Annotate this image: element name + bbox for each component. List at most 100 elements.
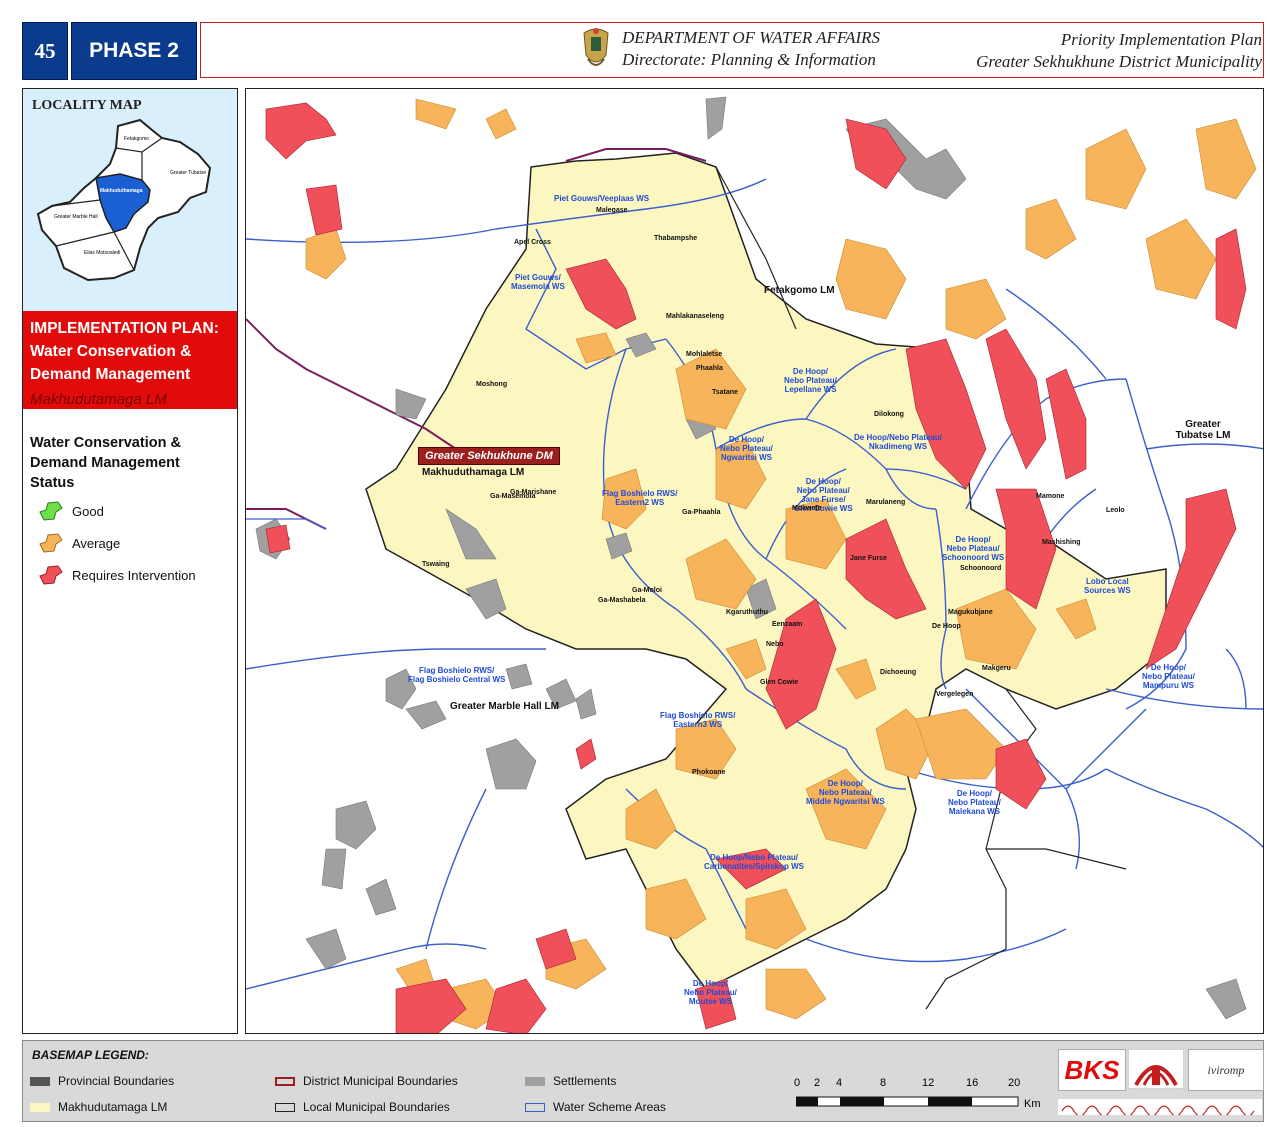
legend-lm-label: Makhudutamaga LM bbox=[58, 1100, 168, 1114]
place-label: Jane Furse bbox=[850, 555, 887, 562]
legend-district: District Municipal Boundaries bbox=[275, 1074, 458, 1088]
locality-map: Fetakgomo Greater Tubatse Makhuduthamaga… bbox=[36, 118, 212, 282]
bks-logo-text: BKS bbox=[1064, 1054, 1120, 1085]
lm-swatch bbox=[30, 1102, 50, 1112]
place-label: Mohlaletse bbox=[686, 351, 723, 358]
iviromap-logo-text: iviromp bbox=[1207, 1062, 1245, 1077]
ws-de-hoop-nkadimeng: De Hoop/Nebo Plateau/Nkadimeng WS bbox=[854, 433, 943, 451]
directorate-name: Directorate: Planning & Information bbox=[622, 50, 876, 69]
logos: BKS iviromp bbox=[1058, 1047, 1264, 1119]
phase-badge: PHASE 2 bbox=[71, 22, 197, 80]
place-label: Mokwete bbox=[792, 505, 822, 512]
place-label: Leolo bbox=[1106, 507, 1125, 514]
legend-water-scheme-label: Water Scheme Areas bbox=[553, 1100, 666, 1114]
page-number: 45 bbox=[22, 22, 68, 80]
header-frame bbox=[200, 22, 1264, 78]
locality-label-fetakgomo: Fetakgomo bbox=[124, 136, 149, 142]
locality-label-tubatse: Greater Tubatse bbox=[170, 170, 206, 176]
basemap-legend-title: BASEMAP LEGEND: bbox=[32, 1048, 149, 1062]
legend-intervention-label: Requires Intervention bbox=[72, 567, 196, 583]
place-label: Marulaneng bbox=[866, 499, 906, 506]
scale-tick: 2 bbox=[814, 1077, 821, 1089]
place-label: Tsatane bbox=[712, 389, 738, 396]
place-label: Mahlakanaseleng bbox=[666, 313, 724, 320]
legend-settlements: Settlements bbox=[525, 1074, 616, 1088]
legend-provincial-label: Provincial Boundaries bbox=[58, 1074, 175, 1088]
legend-district-label: District Municipal Boundaries bbox=[303, 1074, 458, 1088]
lm-label-fetakgomo: Fetakgomo LM bbox=[764, 285, 835, 296]
lm-label-tubatse: Greater Tubatse LM bbox=[1175, 419, 1231, 441]
place-label: Phokoane bbox=[692, 769, 726, 776]
place-label: Ga-Marishane bbox=[510, 489, 557, 496]
scale-tick: 12 bbox=[922, 1077, 935, 1089]
place-label: Kgaruthuthu bbox=[726, 609, 768, 616]
implementation-plan-box bbox=[23, 311, 237, 409]
basemap-legend bbox=[22, 1040, 1264, 1122]
legend-average-label: Average bbox=[72, 535, 121, 551]
place-label: Nebo bbox=[766, 641, 784, 648]
ws-flag-eastern2: Flag Boshielo RWS/Eastern2 WS bbox=[602, 489, 678, 507]
place-label: Phaahla bbox=[696, 365, 723, 372]
plan-name: Priority Implementation Plan bbox=[1060, 30, 1262, 49]
good-swatch-icon bbox=[39, 501, 63, 521]
average-swatch-icon bbox=[39, 533, 63, 553]
place-label: Malegase bbox=[596, 207, 628, 214]
ws-de-hoop-moutse: De Hoop/Nebo Plateau/Moutse WS bbox=[684, 979, 737, 1006]
scale-tick: 20 bbox=[1008, 1077, 1021, 1089]
water-scheme-swatch bbox=[525, 1102, 545, 1112]
locality-label-makhuduthamaga: Makhuduthamaga bbox=[100, 188, 143, 194]
ws-de-hoop-malekana: De Hoop/Nebo Plateau/Malekana WS bbox=[948, 789, 1001, 816]
place-label: Schoonoord bbox=[960, 565, 1002, 572]
place-label: Mashishing bbox=[1042, 539, 1081, 546]
legend-local-label: Local Municipal Boundaries bbox=[303, 1100, 450, 1114]
ws-piet-gouws-veeplaas: Piet Gouws/Veeplaas WS bbox=[554, 194, 650, 203]
place-label: Ga-Masemola bbox=[490, 493, 536, 500]
map-canvas bbox=[246, 96, 1263, 1033]
scale-tick: 8 bbox=[880, 1077, 887, 1089]
bks-logo: BKS bbox=[1058, 1049, 1126, 1091]
department-title: DEPARTMENT OF WATER AFFAIRS Directorate:… bbox=[622, 27, 880, 71]
locality-label-marble-hall: Greater Marble Hall bbox=[54, 214, 98, 220]
legend-local: Local Municipal Boundaries bbox=[275, 1100, 450, 1114]
status-legend-title: Water Conservation & Demand Management S… bbox=[30, 433, 181, 493]
makhuduthamaga-lm-area bbox=[365, 152, 1167, 990]
scale-tick: 4 bbox=[836, 1077, 843, 1089]
lm-label-makhuduthamaga: Makhuduthamaga LM bbox=[422, 467, 525, 478]
ws-de-hoop-jane-furse: De Hoop/Nebo Plateau/Jane Furse/Glen Cow… bbox=[794, 477, 853, 513]
district-swatch bbox=[275, 1076, 295, 1086]
scale-tick: 0 bbox=[794, 1077, 801, 1089]
place-label: Ga-Phaahla bbox=[682, 509, 721, 516]
place-label: Vergelegen bbox=[936, 691, 974, 698]
district-label-badge: Greater Sekhukhune DM bbox=[418, 447, 560, 465]
plan-title: Priority Implementation Plan Greater Sek… bbox=[976, 29, 1262, 73]
locality-map-title: LOCALITY MAP bbox=[32, 98, 142, 113]
place-label: Mamone bbox=[1036, 493, 1065, 500]
legend-settlements-label: Settlements bbox=[553, 1074, 617, 1088]
place-label: Dilokong bbox=[874, 411, 904, 418]
implementation-lm: Makhudutamaga LM bbox=[30, 391, 167, 408]
ws-de-hoop-carbonatites: De Hoop/Nebo Plateau/Carbonatites/Spitsk… bbox=[704, 853, 805, 871]
intervention-swatch-icon bbox=[39, 565, 63, 585]
place-label: Dichoeung bbox=[880, 669, 917, 676]
ws-flag-central: Flag Boshielo RWS/Flag Boshielo Central … bbox=[408, 666, 506, 684]
ws-piet-gouws-masemola: Piet Gouws/Masemola WS bbox=[511, 273, 565, 291]
legend-intervention: Requires Intervention bbox=[38, 564, 196, 586]
main-map[interactable]: Greater Sekhukhune DM Makhuduthamaga LM … bbox=[245, 88, 1264, 1034]
legend-average: Average bbox=[38, 532, 120, 554]
settlement-swatch bbox=[525, 1076, 545, 1086]
impl-line-3: Demand Management bbox=[30, 366, 191, 383]
status-title-line-2: Demand Management bbox=[30, 455, 180, 471]
arch-logo-icon bbox=[1128, 1049, 1184, 1089]
place-label: De Hoop bbox=[932, 623, 961, 630]
district-name: Greater Sekhukhune District Municipality bbox=[976, 52, 1262, 71]
iviromap-logo: iviromp bbox=[1188, 1049, 1264, 1091]
ws-de-hoop-schoonoord: De Hoop/Nebo Plateau/Schoonoord WS bbox=[942, 535, 1005, 562]
scale-tick: 16 bbox=[966, 1077, 979, 1089]
locality-label-elias-motsoaledi: Elias Motsoaledi bbox=[84, 250, 120, 256]
scale-bar bbox=[796, 1096, 1019, 1107]
scale-unit: Km bbox=[1024, 1098, 1041, 1110]
place-label: Makgeru bbox=[982, 665, 1011, 672]
place-label: Thabampshe bbox=[654, 235, 698, 242]
legend-makhuduthamaga: Makhudutamaga LM bbox=[30, 1100, 167, 1114]
coat-of-arms-icon bbox=[583, 28, 609, 66]
